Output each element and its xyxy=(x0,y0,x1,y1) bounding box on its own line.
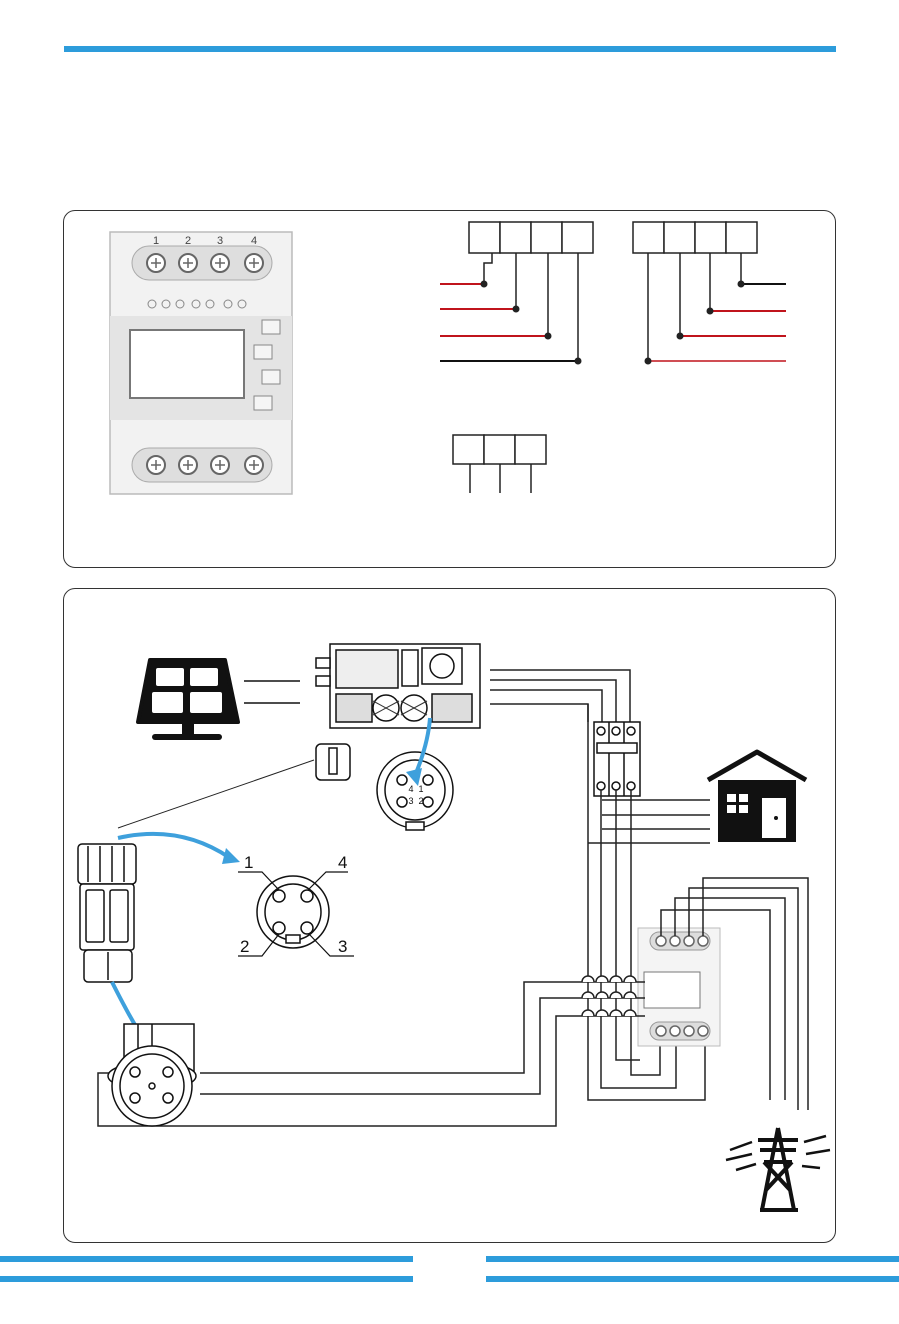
house-icon xyxy=(708,752,806,842)
plug-icon xyxy=(316,744,350,780)
large-connector-icon xyxy=(108,1024,196,1126)
solar-panel-icon xyxy=(138,660,238,740)
connector-icon xyxy=(78,844,136,982)
connector-pin-4: 4 xyxy=(338,853,347,872)
connector-pin-3: 3 xyxy=(338,937,347,956)
inverter-port-pin-2: 2 xyxy=(418,796,423,806)
grid-meter-icon xyxy=(638,928,720,1046)
connector-pin-detail xyxy=(257,876,329,948)
inverter-port-pin-1: 1 xyxy=(418,784,423,794)
ac-output-lines xyxy=(490,670,630,722)
inverter-port-pin-4: 4 xyxy=(408,784,413,794)
inverter-port-pin-3: 3 xyxy=(408,796,413,806)
connector-pin-1: 1 xyxy=(244,853,253,872)
inverter-port-detail xyxy=(377,752,453,830)
inverter-icon xyxy=(316,644,480,728)
power-tower-icon xyxy=(726,1128,830,1210)
breaker-icon xyxy=(594,722,640,796)
connector-pin-2: 2 xyxy=(240,937,249,956)
